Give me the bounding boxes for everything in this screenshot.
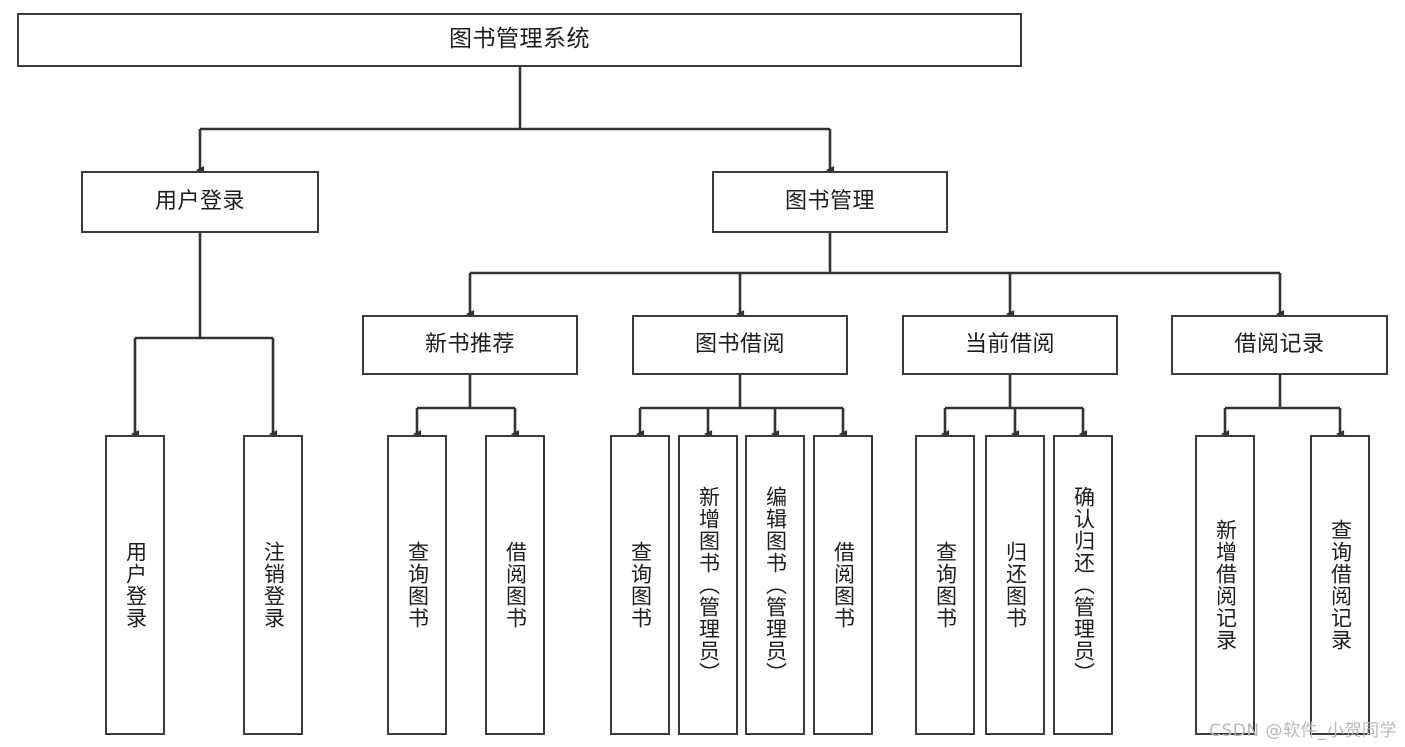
node-leaf-edit-book-admin[interactable]: 编辑图书（管理员） [745, 435, 805, 735]
node-new-book-recommend[interactable]: 新书推荐 [362, 315, 578, 375]
node-leaf-user-login[interactable]: 用户登录 [105, 435, 165, 735]
node-leaf-add-record[interactable]: 新增借阅记录 [1195, 435, 1255, 735]
node-book-borrow-label: 图书借阅 [694, 331, 785, 357]
node-new-book-recommend-label: 新书推荐 [424, 331, 515, 357]
node-user-login[interactable]: 用户登录 [81, 171, 319, 233]
node-leaf-query-book-1-label: 查询图书 [405, 541, 430, 629]
node-leaf-logout[interactable]: 注销登录 [243, 435, 303, 735]
node-leaf-query-book-2[interactable]: 查询图书 [610, 435, 670, 735]
node-leaf-query-record-label: 查询借阅记录 [1328, 519, 1353, 651]
watermark-text: CSDN @软件_小贺同学 [1209, 721, 1397, 741]
node-root-label: 图书管理系统 [449, 26, 590, 53]
node-current-borrow-label: 当前借阅 [964, 331, 1055, 357]
node-leaf-confirm-return-admin[interactable]: 确认归还（管理员） [1053, 435, 1113, 735]
node-borrow-records[interactable]: 借阅记录 [1171, 315, 1388, 375]
node-leaf-add-record-label: 新增借阅记录 [1213, 519, 1238, 651]
node-leaf-borrow-book-2[interactable]: 借阅图书 [813, 435, 873, 735]
node-leaf-edit-book-admin-label: 编辑图书（管理员） [763, 486, 788, 684]
node-leaf-query-record[interactable]: 查询借阅记录 [1310, 435, 1370, 735]
node-leaf-confirm-return-admin-label: 确认归还（管理员） [1071, 486, 1096, 684]
node-book-management[interactable]: 图书管理 [712, 171, 948, 233]
node-book-borrow[interactable]: 图书借阅 [632, 315, 848, 375]
node-leaf-user-login-label: 用户登录 [123, 541, 148, 629]
node-current-borrow[interactable]: 当前借阅 [902, 315, 1118, 375]
node-leaf-return-book[interactable]: 归还图书 [985, 435, 1045, 735]
node-leaf-query-book-3-label: 查询图书 [933, 541, 958, 629]
node-book-management-label: 图书管理 [784, 188, 875, 214]
node-borrow-records-label: 借阅记录 [1234, 331, 1325, 357]
node-user-login-label: 用户登录 [154, 188, 245, 214]
node-leaf-borrow-book-2-label: 借阅图书 [831, 541, 856, 629]
node-leaf-query-book-1[interactable]: 查询图书 [387, 435, 447, 735]
node-leaf-add-book-admin-label: 新增图书（管理员） [696, 486, 721, 684]
node-leaf-query-book-3[interactable]: 查询图书 [915, 435, 975, 735]
node-leaf-return-book-label: 归还图书 [1003, 541, 1028, 629]
node-leaf-logout-label: 注销登录 [261, 541, 286, 629]
node-leaf-add-book-admin[interactable]: 新增图书（管理员） [678, 435, 738, 735]
node-leaf-borrow-book-1[interactable]: 借阅图书 [485, 435, 545, 735]
node-root[interactable]: 图书管理系统 [17, 13, 1022, 67]
node-leaf-borrow-book-1-label: 借阅图书 [503, 541, 528, 629]
node-leaf-query-book-2-label: 查询图书 [628, 541, 653, 629]
